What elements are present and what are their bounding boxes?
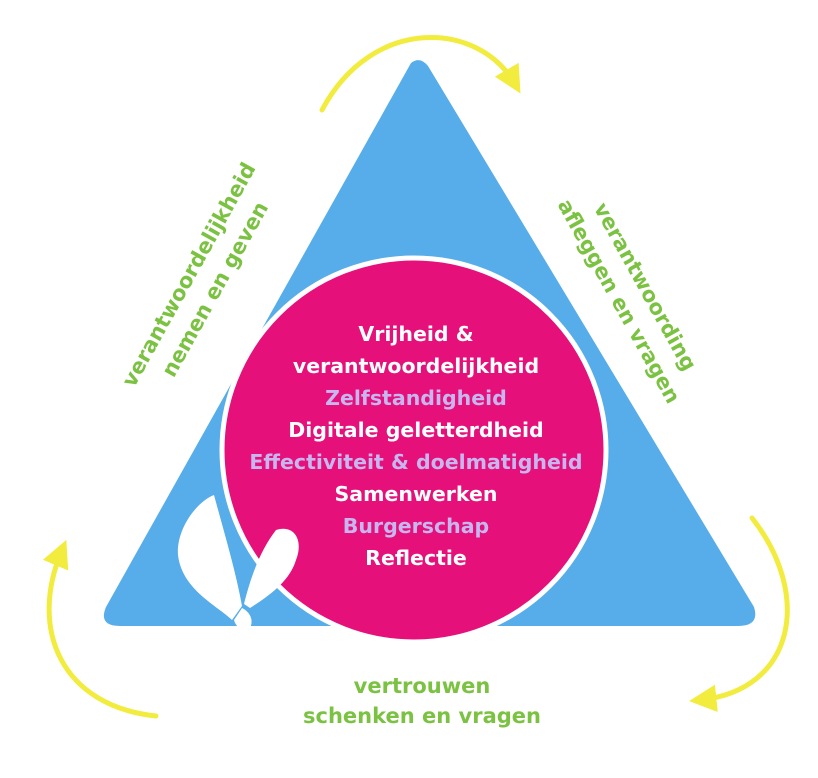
- curved-arrow-icon: [319, 34, 521, 113]
- core-values-list: Vrijheid & verantwoordelijkheid Zelfstan…: [226, 318, 606, 574]
- center-circle: [219, 255, 609, 645]
- value-samenwerken: Samenwerken: [334, 482, 498, 506]
- curved-arrow-icon: [689, 515, 790, 712]
- label-bottom-line2: schenken en vragen: [303, 704, 541, 728]
- label-bottom-line1: vertrouwen: [353, 674, 491, 698]
- value-burgerschap: Burgerschap: [342, 514, 490, 538]
- value-zelfstandigheid: Zelfstandigheid: [325, 386, 507, 410]
- value-vrijheid: Vrijheid &: [358, 322, 474, 346]
- value-effectiviteit: Effectiviteit & doelmatigheid: [249, 450, 583, 474]
- label-bottom-side: vertrouwen schenken en vragen: [303, 671, 541, 731]
- value-digitale-geletterdheid: Digitale geletterdheid: [288, 418, 544, 442]
- curved-arrow-icon: [42, 539, 159, 719]
- value-reflectie: Reflectie: [365, 546, 467, 570]
- butterfly-icon: [177, 495, 299, 630]
- value-verantwoordelijkheid: verantwoordelijkheid: [292, 354, 540, 378]
